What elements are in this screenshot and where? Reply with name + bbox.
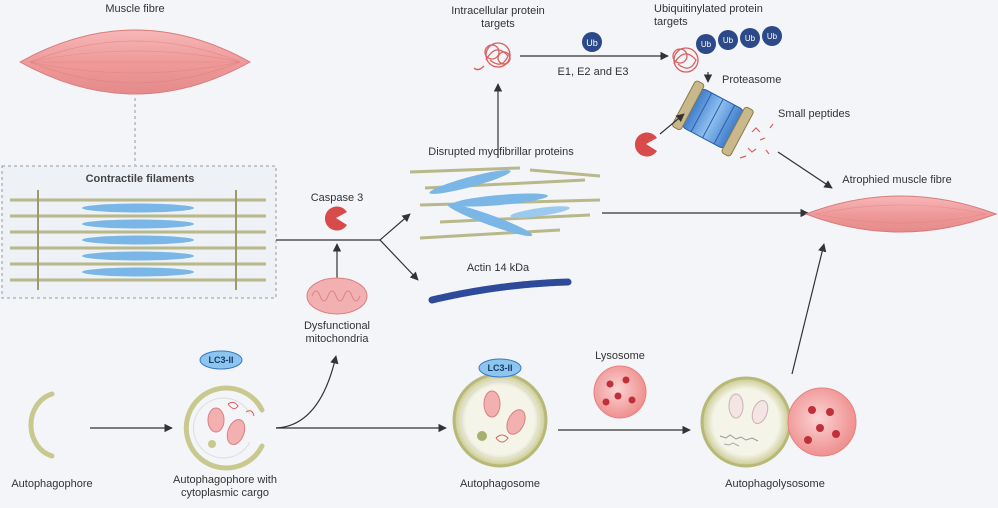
thick-filament	[82, 251, 194, 261]
label-muscle-fibre: Muscle fibre	[105, 3, 165, 15]
autophagosome	[452, 372, 548, 468]
lc3-badge-a	[199, 350, 243, 370]
label-enzymes: E1, E2 and E3	[557, 66, 629, 78]
lc3-label-a: LC3-II	[208, 355, 234, 365]
ub-single: Ub	[582, 32, 602, 52]
label-small-peptides: Small peptides	[778, 108, 851, 120]
arrow-to-actin	[379, 239, 419, 281]
ub-text: Ub	[586, 38, 598, 48]
label-proteasome: Proteasome	[722, 74, 782, 86]
label-lysosome: Lysosome	[595, 350, 645, 362]
autophagophore-with-cargo	[183, 385, 265, 471]
arrow-to-disrupted	[379, 213, 411, 241]
label-intracellular-targets: Intracellular protein targets	[451, 5, 545, 30]
label-disrupted-proteins: Disrupted myofibrillar proteins	[428, 146, 574, 158]
arrow-to-mitochondria	[275, 355, 339, 429]
label-autophagophore: Autophagophore	[11, 478, 93, 490]
autophagolysosome	[700, 376, 857, 468]
label-autophagosome: Autophagosome	[459, 478, 541, 490]
ub-chain-text: Ub	[745, 34, 756, 43]
label-autophagolysosome: Autophagolysosome	[725, 478, 825, 490]
disrupted-myofibrils	[409, 166, 601, 240]
atrophied-muscle-fibre	[804, 195, 998, 233]
thick-filament	[82, 203, 194, 213]
lc3-badge-b	[478, 358, 522, 378]
actin-fragments	[428, 278, 572, 304]
label-ubiquitinated-targets: Ubiquitinylated protein targets	[654, 3, 763, 28]
arrow-peptides-to-atrophied	[777, 151, 833, 189]
ub-chain-bead	[696, 34, 716, 54]
thick-filament	[82, 267, 194, 277]
label-caspase-3: Caspase 3	[310, 192, 364, 204]
enzyme-pacman	[634, 132, 657, 157]
label-autophagophore-cargo: Autophagophore with cytoplasmic cargo	[173, 474, 277, 499]
thick-filament	[82, 235, 194, 245]
lysosome	[593, 365, 647, 419]
small-peptides	[739, 123, 774, 159]
arrow-autophagy-to-atrophied	[791, 243, 827, 375]
ub-chain-text: Ub	[701, 40, 712, 49]
arrow-enzyme-to-proteasome	[659, 113, 685, 135]
lc3-label-b: LC3-II	[487, 363, 513, 373]
caspase-3-enzyme	[324, 206, 347, 231]
protein-target-tangle	[473, 42, 511, 71]
ub-chain-bead	[762, 26, 782, 46]
label-dysfunctional-mitochondria: Dysfunctional mitochondria	[303, 320, 371, 345]
ub-chain-bead	[740, 28, 760, 48]
ub-chain-text: Ub	[723, 36, 734, 45]
proteasome	[672, 80, 754, 157]
autophagophore-shape	[28, 391, 55, 459]
label-contractile-filaments: Contractile filaments	[85, 173, 195, 185]
ub-chain-text: Ub	[767, 32, 778, 41]
thick-filament	[82, 219, 194, 229]
contractile-filaments	[1, 165, 277, 299]
muscle-fibre	[18, 29, 252, 95]
mitochondria	[306, 277, 368, 315]
label-atrophied-fibre: Atrophied muscle fibre	[842, 174, 952, 186]
ub-chain-bead	[718, 30, 738, 50]
label-actin: Actin 14 kDa	[466, 262, 530, 274]
